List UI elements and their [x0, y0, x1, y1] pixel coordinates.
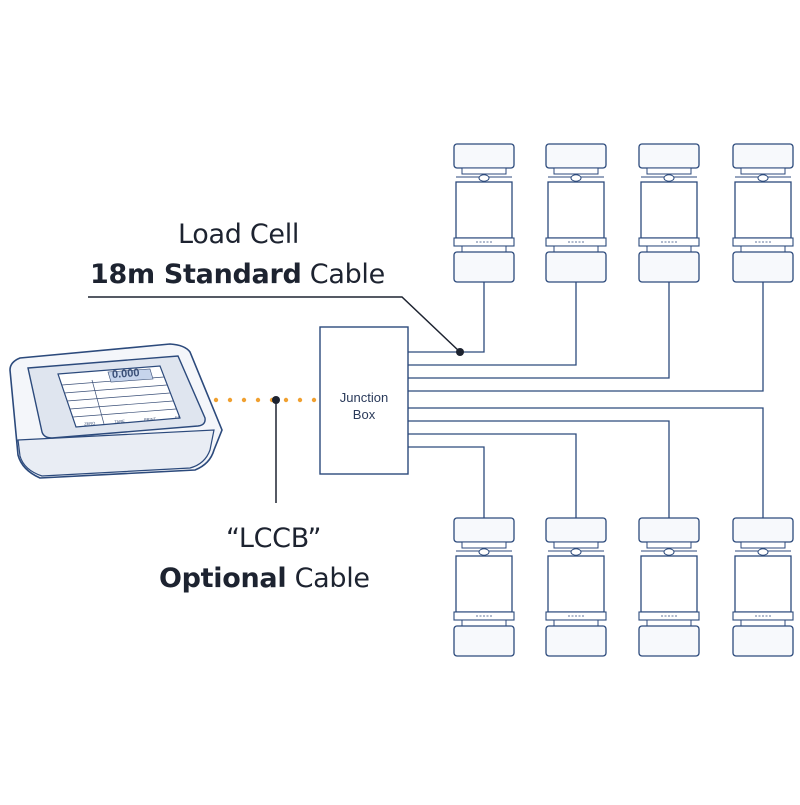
load-cell-3: [638, 143, 700, 283]
load-cell-cables: [408, 282, 764, 518]
load-cell-6: [545, 517, 607, 657]
load-cell-2: [545, 143, 607, 283]
cable-dot: [255, 397, 261, 403]
key-tare[interactable]: TARE: [114, 418, 125, 425]
cable-dot: [241, 397, 247, 403]
lccb-label-bold: Optional: [159, 563, 287, 594]
key-print[interactable]: PRINT: [143, 416, 157, 423]
load-cell-4: [732, 143, 794, 283]
load-cell-8: [732, 517, 794, 657]
cable-dot: [227, 397, 233, 403]
cable-dot: [297, 397, 303, 403]
lccb-pointer: [272, 396, 280, 503]
load-cell-pointer: [88, 296, 464, 356]
lccb-label-line2: Optional Cable: [159, 563, 370, 594]
key-zero[interactable]: ZERO: [83, 420, 96, 427]
cable-dot: [283, 397, 289, 403]
load-cells: [453, 143, 794, 657]
lccb-label-line1: “LCCB”: [226, 523, 322, 554]
junction-box-label: Junction Box: [320, 389, 408, 423]
key-f1[interactable]: F1: [175, 414, 181, 420]
load-cell-label-bold: 18m Standard: [90, 259, 302, 290]
load-cell-label-line1: Load Cell: [178, 219, 300, 250]
junction-box-label-line1: Junction: [339, 390, 389, 405]
weighing-indicator: [9, 343, 223, 479]
load-cell-label-rest: Cable: [309, 259, 385, 290]
indicator-display-value: 0.000: [111, 367, 140, 381]
load-cell-1: [453, 143, 515, 283]
load-cell-7: [638, 517, 700, 657]
load-cell-5: [453, 517, 515, 657]
junction-box-label-line2: Box: [352, 407, 376, 422]
cable-dot: [213, 397, 219, 403]
junction-box: [319, 326, 409, 475]
load-cell-label-line2: 18m Standard Cable: [90, 259, 385, 290]
optional-cable-dots: [213, 397, 317, 403]
cable-dot: [311, 397, 317, 403]
lccb-label-rest: Cable: [294, 563, 370, 594]
